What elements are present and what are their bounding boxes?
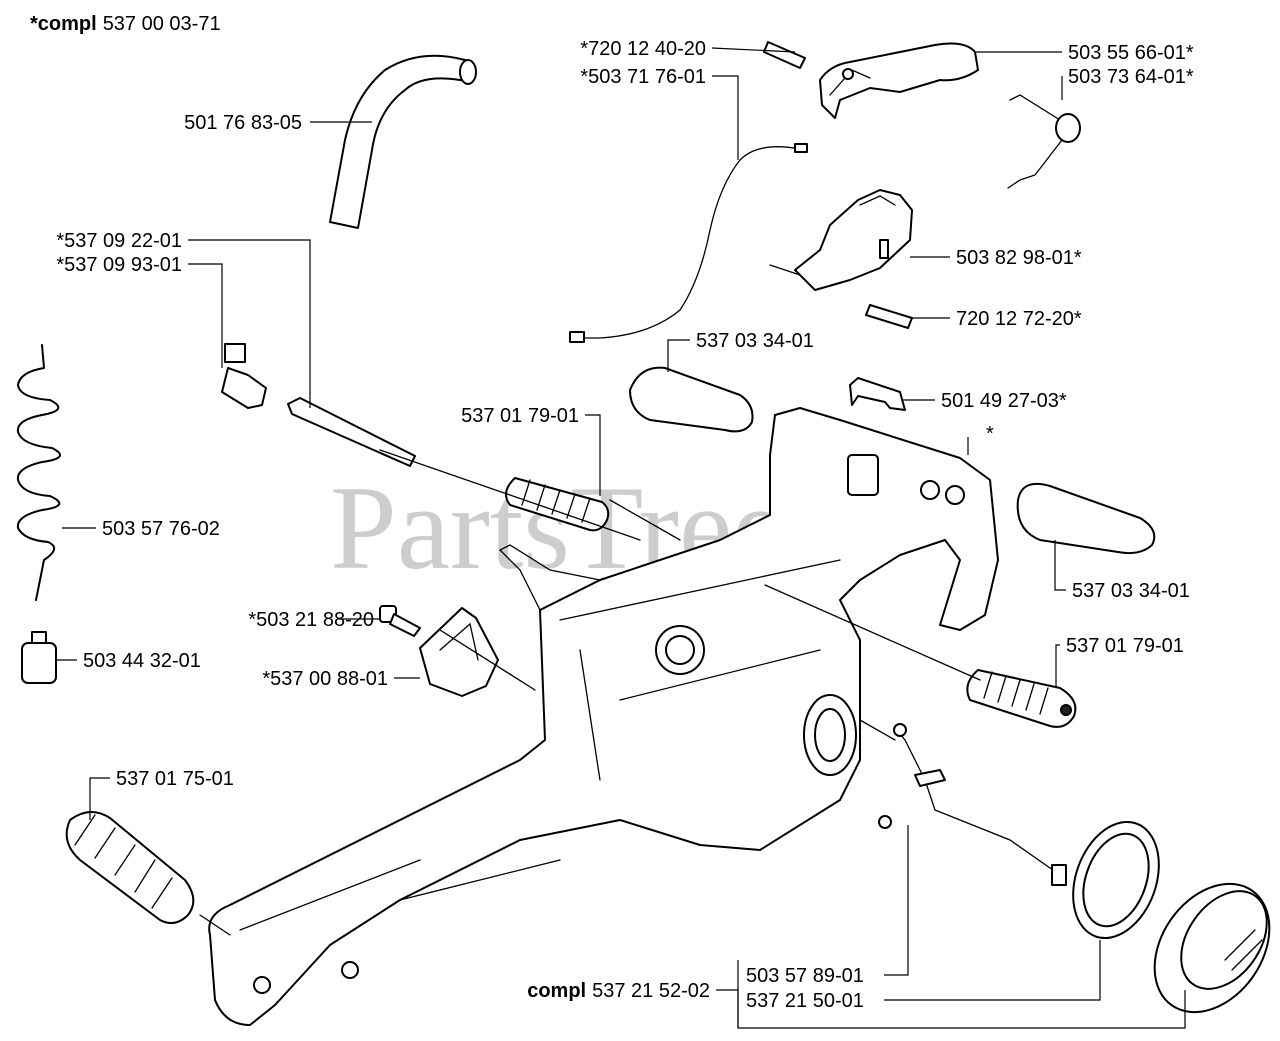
fuel-pickup-coil-part[interactable] (16, 344, 61, 601)
assembly-header: *compl 537 00 03-71 (30, 13, 221, 35)
av-spring-part-left[interactable] (505, 477, 610, 532)
label-fuel-fitting: *537 09 22-01 (56, 230, 182, 252)
label-asterisk: * (986, 423, 994, 445)
label-throttle-cable: *503 71 76-01 (580, 66, 706, 88)
screw-part[interactable] (379, 605, 421, 637)
label-pin-lower: 720 12 72-20* (956, 308, 1082, 330)
label-av-spring-left: 537 01 79-01 (461, 405, 579, 427)
label-chain-catcher: *537 00 88-01 (262, 668, 388, 690)
label-screw: *503 21 88-20 (248, 609, 374, 631)
label-torsion-spring: 503 73 64-01* (1068, 66, 1194, 88)
throttle-trigger-part[interactable] (819, 42, 979, 119)
label-fuel-pickup-coil: 503 57 76-02 (102, 518, 220, 540)
label-throttle-lockout: 503 82 98-01* (956, 247, 1082, 269)
cap-seal-ring-part[interactable] (1058, 810, 1174, 950)
tank-handle-body-part[interactable] (208, 407, 999, 1026)
av-spring-part-bottom[interactable] (65, 811, 195, 925)
label-av-spring-bottom: 537 01 75-01 (116, 768, 234, 790)
throttle-cable-part[interactable] (569, 143, 808, 343)
fuel-hose-part[interactable] (329, 54, 477, 229)
label-fuel-hose: 501 76 83-05 (184, 112, 302, 134)
torsion-spring-part[interactable] (1007, 94, 1081, 189)
leader-lines (56, 47, 1186, 1029)
fuel-cap-part[interactable] (1131, 862, 1280, 1034)
handle-cover-part-top[interactable] (629, 366, 754, 433)
label-handle-cover-top: 537 03 34-01 (696, 330, 814, 352)
label-oil-pickup: 503 57 89-01 (746, 965, 864, 987)
pin-part-top[interactable] (763, 41, 806, 69)
label-vent-tube: *537 09 93-01 (56, 254, 182, 276)
label-fuel-filter: 503 44 32-01 (83, 650, 201, 672)
header-prefix: *compl (30, 13, 97, 35)
compl-group-label: compl 537 21 52-02 (527, 980, 710, 1002)
throttle-lockout-part[interactable] (794, 189, 913, 291)
pin-part-lower[interactable] (865, 304, 913, 329)
oil-pickup-part[interactable] (878, 723, 1067, 886)
compl-prefix: compl (527, 980, 586, 1002)
bracket-part[interactable] (849, 377, 906, 411)
header-number: 537 00 03-71 (103, 13, 221, 35)
chain-catcher-part[interactable] (419, 607, 499, 697)
label-pin-top: *720 12 40-20 (580, 38, 706, 60)
handle-cover-part-right[interactable] (1016, 482, 1156, 555)
label-cap-seal: 537 21 50-01 (746, 990, 864, 1012)
av-spring-part-right[interactable] (966, 669, 1077, 728)
compl-number: 537 21 52-02 (592, 980, 710, 1002)
label-av-spring-right: 537 01 79-01 (1066, 635, 1184, 657)
fuel-filter-part[interactable] (21, 631, 57, 684)
fuel-fitting-part[interactable] (221, 343, 267, 409)
label-handle-cover-right: 537 03 34-01 (1072, 580, 1190, 602)
label-bracket: 501 49 27-03* (941, 390, 1067, 412)
label-throttle-trigger: 503 55 66-01* (1068, 42, 1194, 64)
